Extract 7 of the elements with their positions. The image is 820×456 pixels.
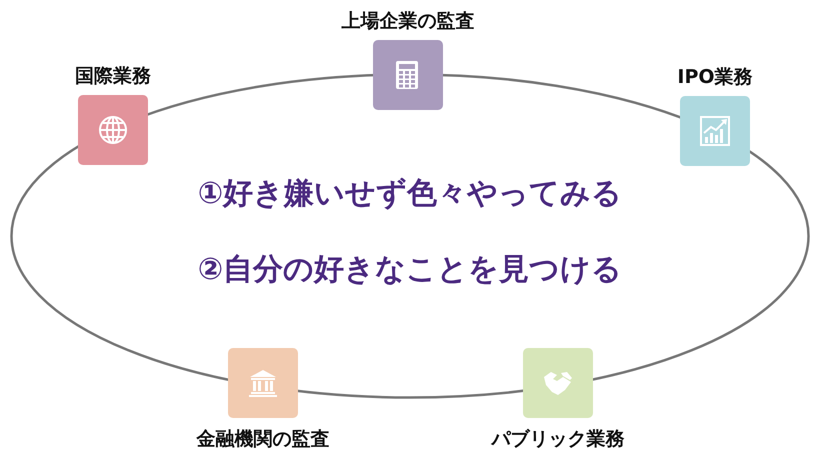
heading-text: 金融機関の監査 — [196, 427, 330, 452]
heading-text: IPO業務 — [677, 65, 753, 90]
statement-text: ②自分の好きなことを見つける — [198, 251, 622, 289]
statement-text: ①好き嫌いせず色々やってみる — [198, 175, 622, 213]
heading-text: 上場企業の監査 — [342, 9, 474, 34]
heading-text: パブリック業務 — [492, 427, 624, 452]
heading-text: 国際業務 — [75, 64, 151, 89]
